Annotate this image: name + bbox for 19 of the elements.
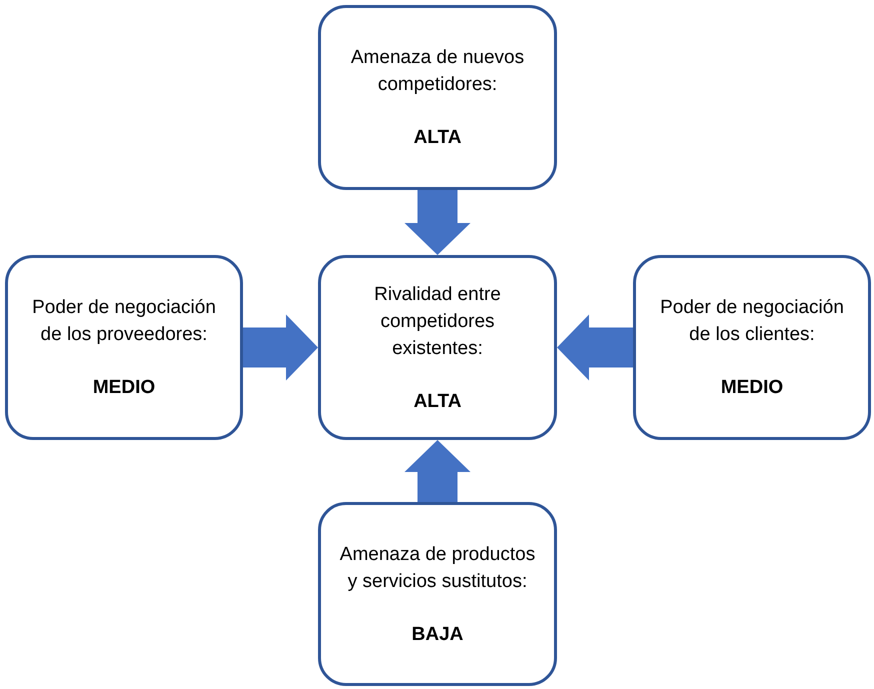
force-label: Rivalidad entre competidores existentes: xyxy=(373,282,502,360)
rating-label: BAJA xyxy=(412,622,464,646)
process-box xyxy=(318,502,557,686)
process-box xyxy=(5,255,243,440)
rating-label: ALTA xyxy=(414,126,462,150)
force-label: Amenaza de nuevos competidores: xyxy=(350,46,526,97)
force-label: Amenaza de productos y servicios sustitutos: xyxy=(338,542,536,594)
block-arrow xyxy=(557,314,633,380)
rating-label: MEDIO xyxy=(92,376,156,400)
block-arrow xyxy=(404,190,470,255)
process-box xyxy=(633,255,871,440)
process-box xyxy=(318,255,557,440)
block-arrow xyxy=(243,314,318,380)
rating-label: MEDIO xyxy=(720,376,784,400)
force-label: Poder de negociación de los clientes: xyxy=(659,296,845,347)
process-box xyxy=(318,5,557,190)
force-label: Poder de negociación de los proveedores: xyxy=(31,296,217,347)
rating-label: ALTA xyxy=(414,390,462,414)
block-arrow xyxy=(404,440,470,502)
